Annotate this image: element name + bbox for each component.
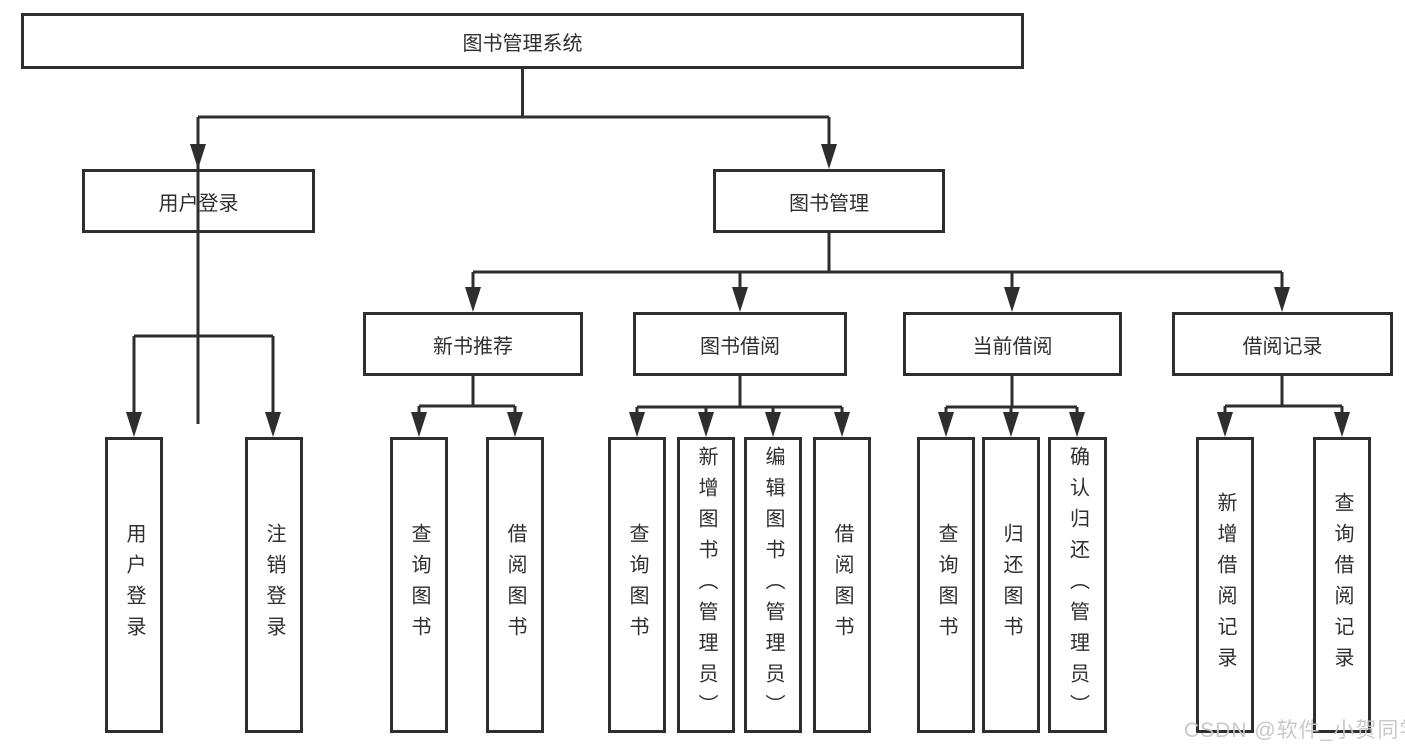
node-login-user-login: 用户登录 [105,437,163,733]
node-borrow-query-books: 查询图书 [608,437,666,733]
node-records-add-record: 新增借阅记录 [1196,437,1254,733]
node-user-login-group: 用户登录 [82,169,315,233]
node-book-management: 图书管理 [713,169,945,233]
node-newbook-borrow-books: 借阅图书 [486,437,544,733]
node-current-return-books: 归还图书 [982,437,1040,733]
node-root: 图书管理系统 [21,13,1024,69]
node-book-borrow: 图书借阅 [633,312,847,376]
node-borrow-edit-books-admin: 编辑图书（管理员） [744,437,802,733]
node-borrow-borrow-books: 借阅图书 [813,437,871,733]
csdn-watermark: CSDN @软件_小贺同学 [1184,719,1405,742]
node-current-borrow: 当前借阅 [903,312,1122,376]
node-current-confirm-return-admin: 确认归还（管理员） [1048,437,1107,733]
node-borrow-add-books-admin: 新增图书（管理员） [677,437,735,733]
node-new-book-recommend: 新书推荐 [363,312,583,376]
node-login-logout: 注销登录 [245,437,303,733]
node-borrow-records: 借阅记录 [1172,312,1393,376]
node-records-query-record: 查询借阅记录 [1313,437,1371,733]
node-newbook-query-books: 查询图书 [390,437,448,733]
node-current-query-books: 查询图书 [917,437,975,733]
